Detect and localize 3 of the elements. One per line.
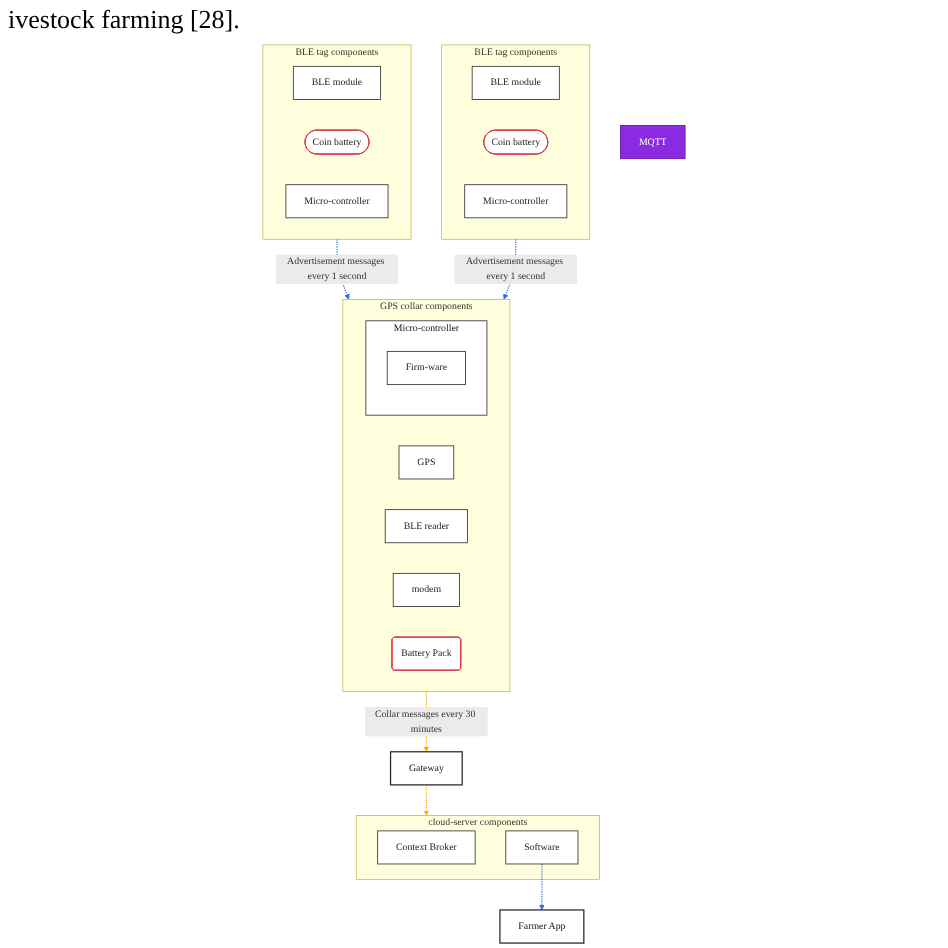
arrow bbox=[539, 863, 545, 911]
arrow bbox=[423, 784, 430, 816]
body-text: ivestock farming [28]. bbox=[8, 4, 240, 34]
